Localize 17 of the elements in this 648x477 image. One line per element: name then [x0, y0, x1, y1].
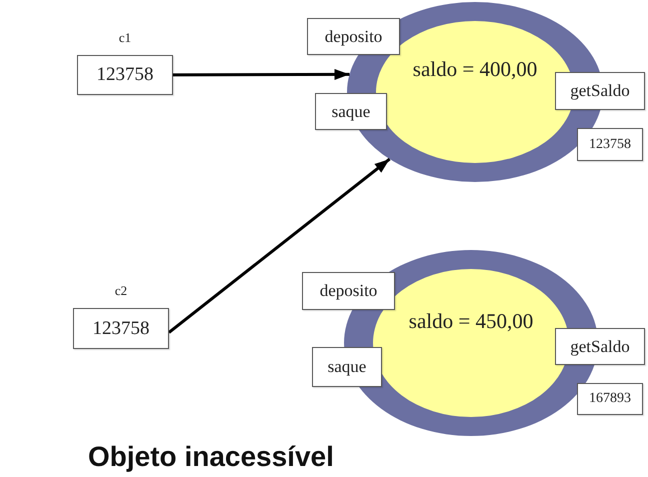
method-box: getSaldo [555, 72, 645, 110]
arrow [173, 68, 350, 80]
method-box: deposito [302, 272, 395, 310]
object-id-box: 123758 [577, 128, 643, 161]
attribute-text: saldo = 400,00 [412, 58, 538, 81]
variable-name: c1 [118, 30, 132, 45]
method-box: saque [312, 347, 382, 387]
attribute-text: saldo = 450,00 [408, 310, 534, 333]
reference-box: 123758 [77, 55, 173, 95]
arrow [168, 158, 391, 334]
variable-name: c2 [114, 283, 128, 298]
method-box: saque [315, 93, 387, 130]
caption: Objeto inacessível [88, 441, 334, 473]
method-box: getSaldo [555, 328, 645, 365]
method-box: deposito [307, 18, 400, 55]
object-id-box: 167893 [577, 383, 643, 415]
reference-box: 123758 [73, 308, 169, 349]
